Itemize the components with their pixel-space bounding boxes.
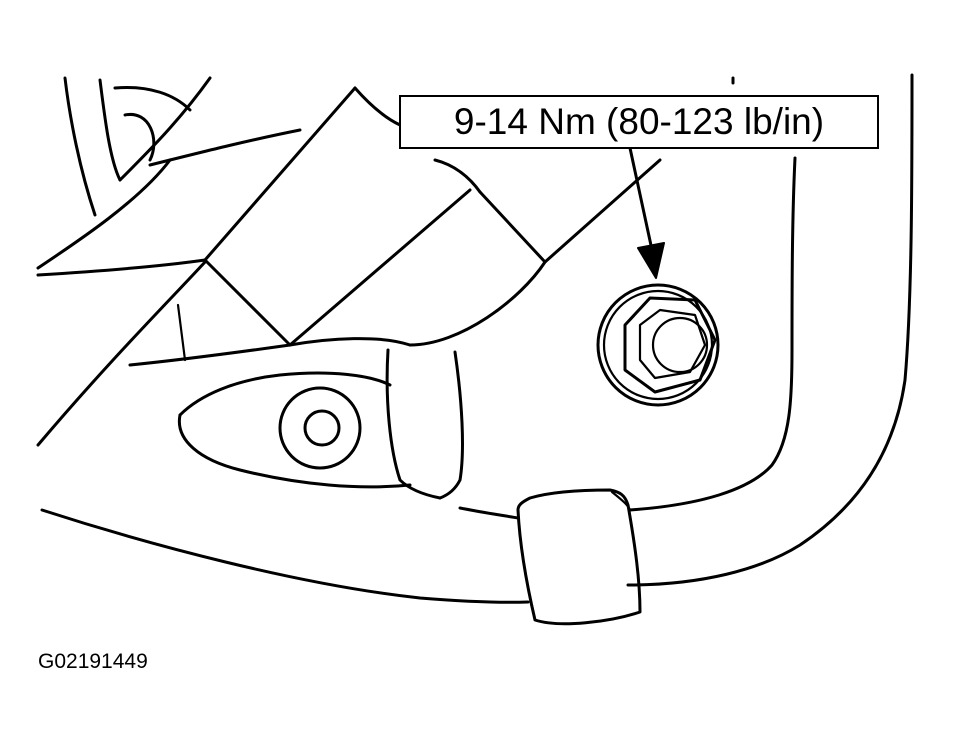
torque-spec-callout: 9-14 Nm (80-123 lb/in) — [399, 95, 879, 149]
hex-flange-bolt-icon — [596, 283, 720, 407]
bracket-plate — [128, 86, 662, 367]
figure-id-label: G02191449 — [38, 650, 148, 673]
callout-leader-arrow — [628, 146, 665, 279]
outer-contour — [36, 73, 914, 604]
locating-tab — [385, 348, 464, 500]
slotted-boss — [177, 371, 412, 489]
retaining-clip — [516, 488, 642, 626]
upper-left-housing — [36, 76, 302, 277]
